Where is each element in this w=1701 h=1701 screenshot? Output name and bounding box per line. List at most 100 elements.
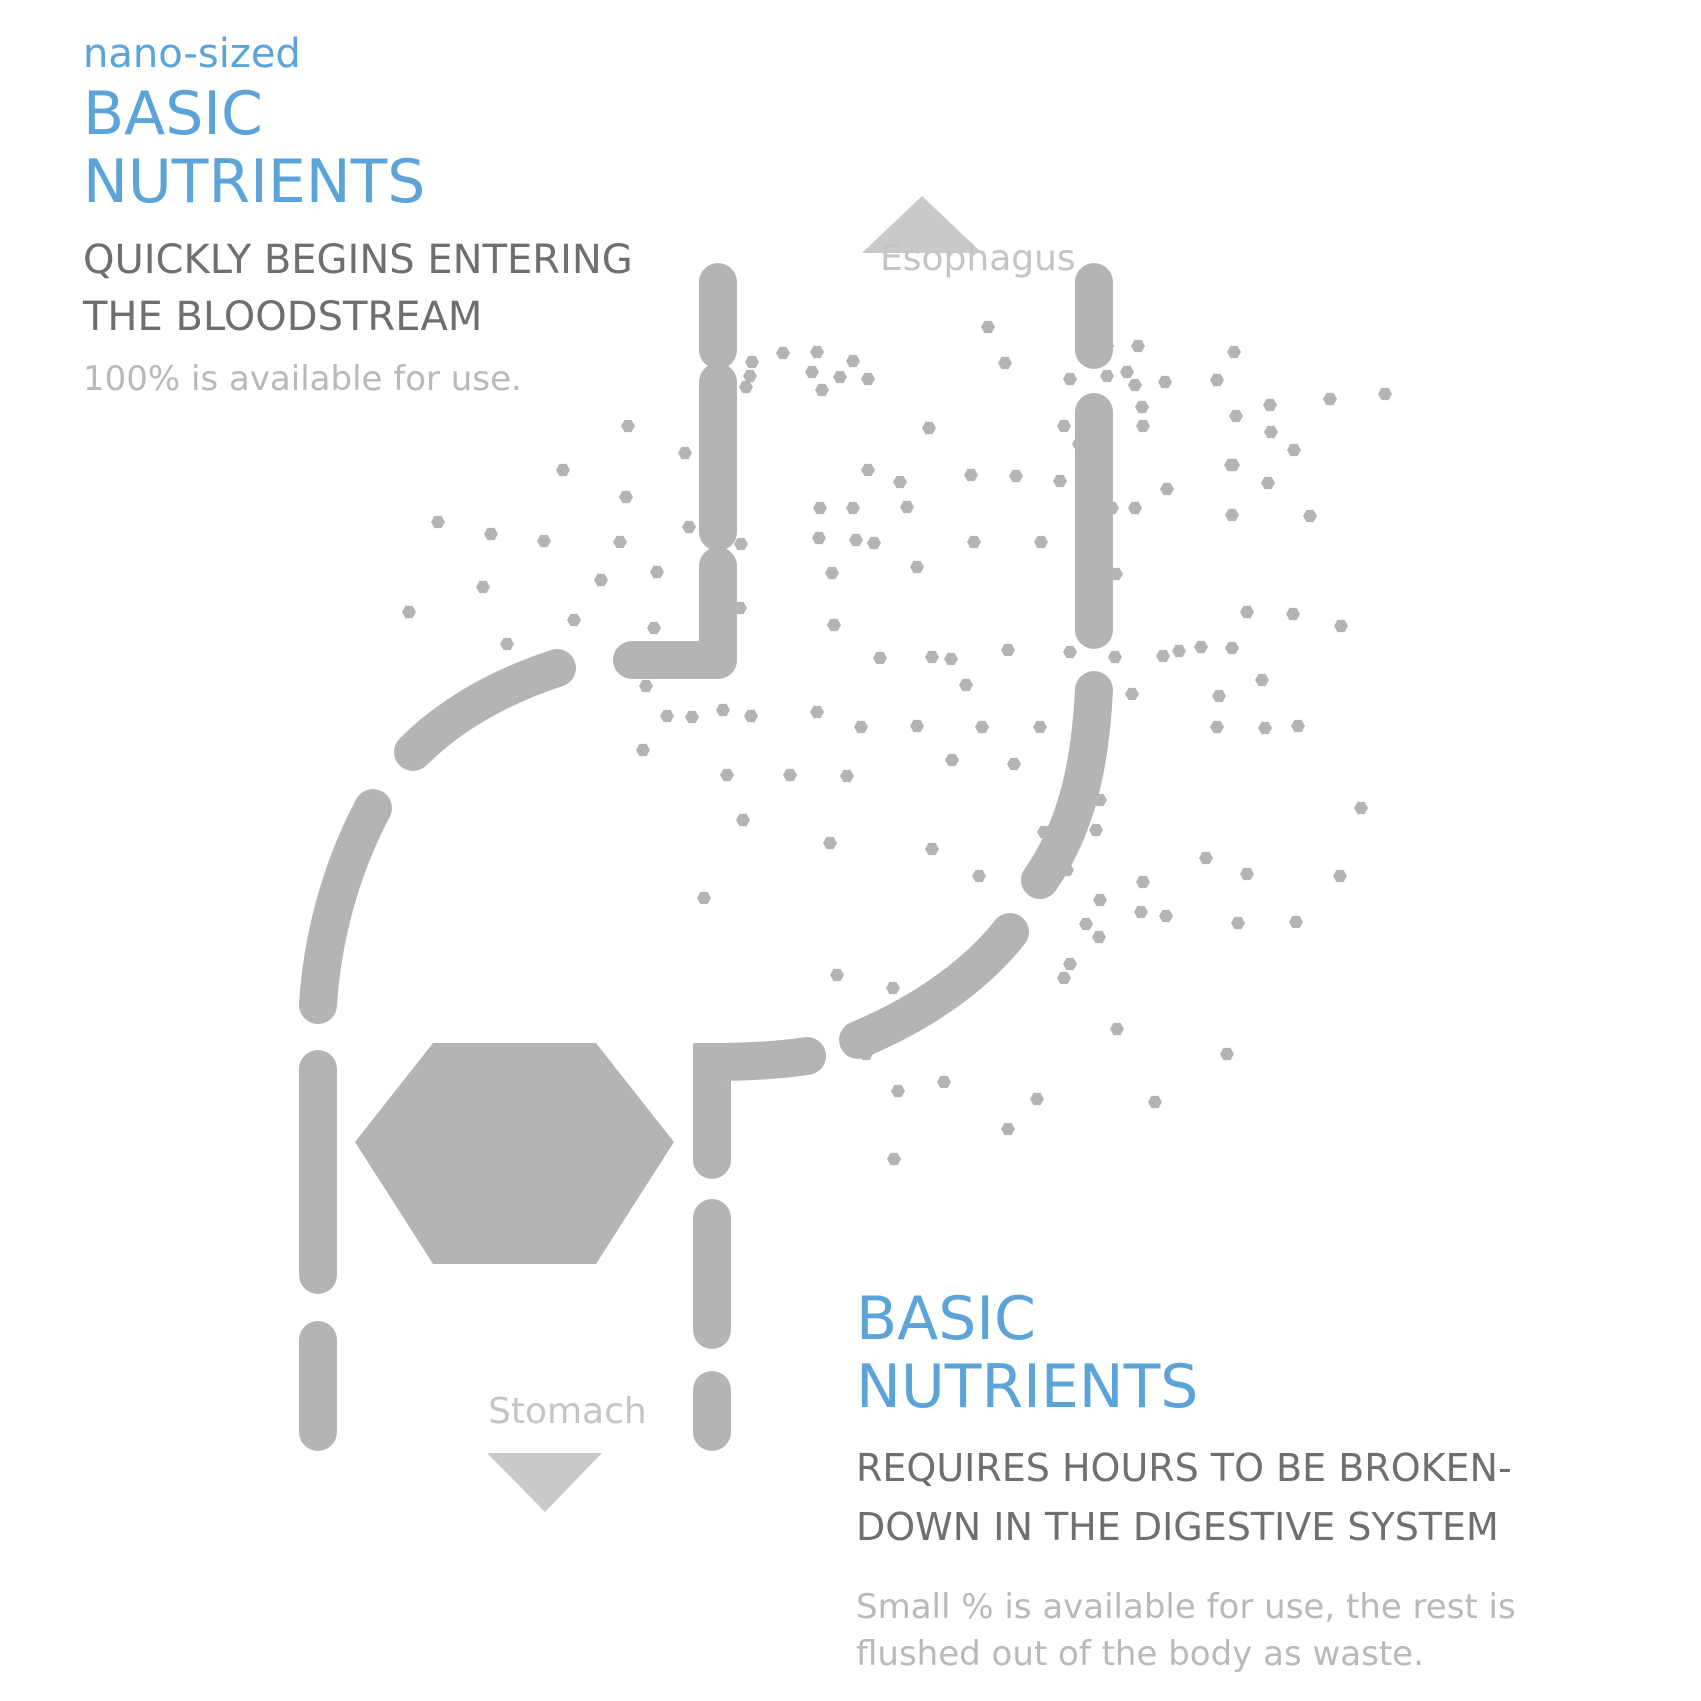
bottom-subtitle-line1: REQUIRES HOURS TO BE BROKEN- xyxy=(856,1446,1512,1490)
nano-nutrient-particle-icon xyxy=(1030,1092,1044,1106)
nano-nutrient-particle-icon xyxy=(810,705,824,719)
nano-nutrient-particle-icon xyxy=(647,621,661,635)
nano-nutrient-particle-icon xyxy=(813,501,827,515)
nano-nutrient-particle-icon xyxy=(873,651,887,665)
wall-segment xyxy=(1021,671,1113,899)
nano-nutrient-particle-icon xyxy=(613,535,627,549)
nano-nutrient-particle-icon xyxy=(1334,619,1348,633)
nano-nutrient-particle-icon xyxy=(500,637,514,651)
nano-nutrient-particle-icon xyxy=(718,369,732,383)
top-note: 100% is available for use. xyxy=(83,359,522,399)
nano-nutrient-particle-icon xyxy=(1093,793,1107,807)
bottom-note-line2: flushed out of the body as waste. xyxy=(856,1634,1424,1674)
nano-nutrient-particle-icon xyxy=(964,468,978,482)
nano-nutrient-particle-icon xyxy=(1229,409,1243,423)
nano-nutrient-particle-icon xyxy=(621,419,635,433)
top-subtitle-line2: THE BLOODSTREAM xyxy=(83,294,483,340)
nano-nutrient-particle-icon xyxy=(815,383,829,397)
nano-nutrient-particle-icon xyxy=(639,679,653,693)
nano-nutrient-particle-icon xyxy=(733,601,747,615)
nano-nutrient-particle-icon xyxy=(1072,437,1086,451)
nano-nutrient-particle-icon xyxy=(650,565,664,579)
nano-sized-prefix: nano-sized xyxy=(83,31,301,77)
nano-nutrient-particle-icon xyxy=(1037,825,1051,839)
nano-nutrient-particle-icon xyxy=(776,346,790,360)
nano-nutrient-particle-icon xyxy=(998,356,1012,370)
nano-nutrient-particle-icon xyxy=(431,515,445,529)
nano-nutrient-particle-icon xyxy=(1220,1047,1234,1061)
bottom-subtitle-line2: DOWN IN THE DIGESTIVE SYSTEM xyxy=(856,1505,1499,1549)
nano-nutrient-particle-icon xyxy=(925,650,939,664)
nano-nutrient-particle-icon xyxy=(1060,863,1074,877)
nano-nutrient-particle-icon xyxy=(1105,501,1119,515)
nano-nutrient-particle-icon xyxy=(1172,644,1186,658)
nano-nutrient-particle-icon xyxy=(716,703,730,717)
nano-nutrient-particle-icon xyxy=(846,501,860,515)
nano-nutrient-particle-icon xyxy=(1134,905,1148,919)
nano-nutrient-particle-icon xyxy=(861,463,875,477)
nano-nutrient-particle-icon xyxy=(922,421,936,435)
nano-nutrient-particle-icon xyxy=(1063,645,1077,659)
nano-nutrient-particle-icon xyxy=(1064,844,1078,858)
bottom-title-line1: BASIC xyxy=(856,1284,1036,1354)
nano-nutrient-particle-icon xyxy=(783,768,797,782)
nano-nutrient-particle-icon xyxy=(887,1152,901,1166)
nano-nutrient-particle-icon xyxy=(537,534,551,548)
nano-nutrient-particle-icon xyxy=(910,719,924,733)
nano-nutrient-particle-icon xyxy=(893,475,907,489)
nano-nutrient-particle-icon xyxy=(1136,875,1150,889)
nano-nutrient-particle-icon xyxy=(812,531,826,545)
nano-nutrient-particle-icon xyxy=(1226,458,1240,472)
nano-nutrient-particle-icon xyxy=(825,566,839,580)
nano-nutrient-particle-icon xyxy=(697,891,711,905)
nano-nutrient-particle-icon xyxy=(1354,801,1368,815)
nano-nutrient-particle-icon xyxy=(1286,607,1300,621)
nano-nutrient-particle-icon xyxy=(1057,971,1071,985)
nano-nutrient-particle-icon xyxy=(900,500,914,514)
nano-nutrient-particle-icon xyxy=(1009,469,1023,483)
nano-nutrient-particle-icon xyxy=(685,710,699,724)
wall-segment xyxy=(839,913,1029,1059)
nano-nutrient-particle-icon xyxy=(1131,339,1145,353)
nano-nutrient-particle-icon xyxy=(619,490,633,504)
nano-nutrient-particle-icon xyxy=(1264,425,1278,439)
nano-nutrient-particle-icon xyxy=(678,446,692,460)
wall-segment xyxy=(299,789,392,1024)
top-subtitle-line1: QUICKLY BEGINS ENTERING xyxy=(83,237,633,283)
nano-nutrient-particle-icon xyxy=(910,560,924,574)
wall-end-caps xyxy=(299,280,1113,1432)
nano-nutrient-particle-icon xyxy=(833,370,847,384)
nano-nutrient-particle-icon xyxy=(846,354,860,368)
nano-nutrient-particle-icon xyxy=(1033,720,1047,734)
nano-nutrient-particle-icon xyxy=(567,613,581,627)
nano-nutrient-particle-icon xyxy=(891,1084,905,1098)
nano-nutrient-particle-icon xyxy=(1120,365,1134,379)
nano-nutrient-particle-icon xyxy=(1225,641,1239,655)
nano-nutrient-particle-icon xyxy=(867,536,881,550)
nano-nutrient-particle-icon xyxy=(636,743,650,757)
nano-nutrient-particle-icon xyxy=(854,720,868,734)
nano-nutrient-particle-icon xyxy=(1125,687,1139,701)
nano-nutrient-particle-icon xyxy=(1084,775,1098,789)
nano-nutrient-particle-icon xyxy=(1258,721,1272,735)
nano-nutrient-particle-icon xyxy=(1110,1022,1124,1036)
nano-nutrient-particle-icon xyxy=(1001,1122,1015,1136)
nano-nutrient-particle-icon xyxy=(1291,719,1305,733)
nano-nutrient-particle-icon xyxy=(810,345,824,359)
nano-nutrient-particle-icon xyxy=(1100,339,1114,353)
nano-nutrient-particle-icon xyxy=(972,869,986,883)
nano-nutrient-particle-icon xyxy=(886,981,900,995)
nano-nutrient-particle-icon xyxy=(1227,345,1241,359)
nano-nutrient-particle-icon xyxy=(660,709,674,723)
nano-nutrient-particle-icon xyxy=(1063,372,1077,386)
nano-nutrient-particles xyxy=(402,320,1392,1166)
nano-nutrient-particle-icon xyxy=(1263,398,1277,412)
nano-nutrient-particle-icon xyxy=(556,463,570,477)
nano-nutrient-particle-icon xyxy=(1092,930,1106,944)
nano-nutrient-particle-icon xyxy=(805,365,819,379)
nano-nutrient-particle-icon xyxy=(1093,893,1107,907)
nano-nutrient-particle-icon xyxy=(1210,720,1224,734)
nano-nutrient-particle-icon xyxy=(656,649,670,663)
nano-nutrient-particle-icon xyxy=(1199,851,1213,865)
nano-nutrient-particle-icon xyxy=(937,1075,951,1089)
